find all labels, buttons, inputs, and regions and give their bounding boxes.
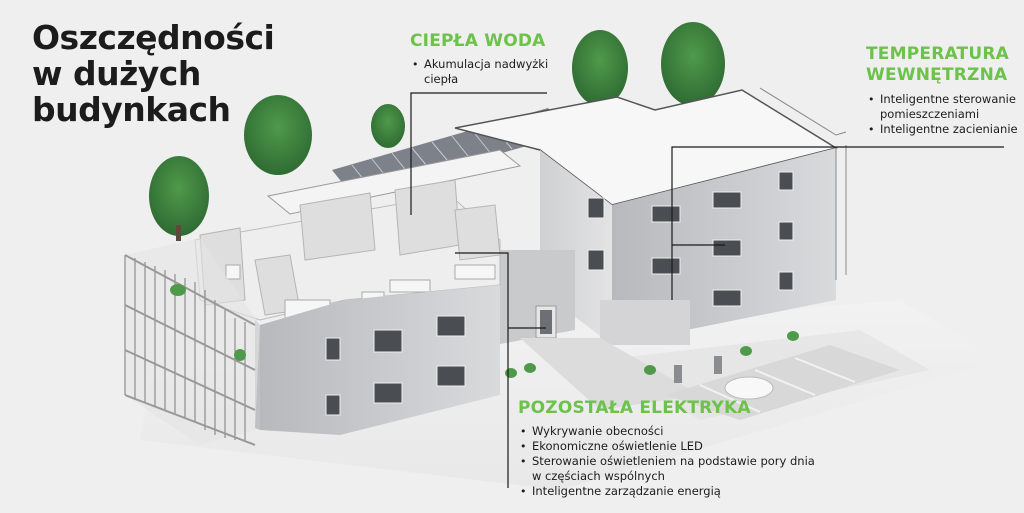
connector [495,250,700,410]
list-item: Sterowanie oświetleniem na podstawie por… [518,454,818,484]
leader-temperature [671,146,1004,246]
back-roof [266,149,522,215]
list-item: Inteligentne zacienianie [866,122,1024,137]
callout-hot-water-heading: CIEPŁA WODA [410,31,546,51]
callout-electrics-list: Wykrywanie obecności Ekonomiczne oświetl… [518,424,818,499]
heading-line-2: WEWNĘTRZNA [866,65,1008,85]
list-item: Inteligentne zarządzanie energią [518,484,818,499]
left-building [194,179,501,435]
callout-temperature-list: Inteligentne sterowanie pomieszczeniami … [866,92,1024,137]
title-line-1: Oszczędności [32,18,275,57]
right-building [454,87,847,345]
leader-electrics [455,252,509,488]
callout-temperature-heading: TEMPERATURA WEWNĘTRZNA [866,44,1024,86]
list-item: Ekonomiczne oświetlenie LED [518,439,818,454]
trees [149,22,725,241]
list-item: Wykrywanie obecności [518,424,818,439]
list-item: Akumulacja nadwyżki ciepła [410,57,570,87]
callout-indoor-temperature: TEMPERATURA WEWNĘTRZNA Inteligentne ster… [866,44,1024,137]
title-line-2: w dużych [32,54,201,93]
leader-lines [410,92,1004,488]
balconies [124,238,260,446]
callout-hot-water: CIEPŁA WODA Akumulacja nadwyżki ciepła [410,31,570,87]
callout-hot-water-list: Akumulacja nadwyżki ciepła [410,57,570,87]
heading-line-1: TEMPERATURA [866,44,1009,64]
leader-hot-water [410,92,547,215]
list-item: Inteligentne sterowanie pomieszczeniami [866,92,1024,122]
page-title: Oszczędności w dużych budynkach [32,18,275,129]
title-line-3: budynkach [32,90,231,129]
callout-electrics-heading: POZOSTAŁA ELEKTRYKA [518,398,751,418]
callout-other-electrics: POZOSTAŁA ELEKTRYKA Wykrywanie obecności… [518,398,818,499]
